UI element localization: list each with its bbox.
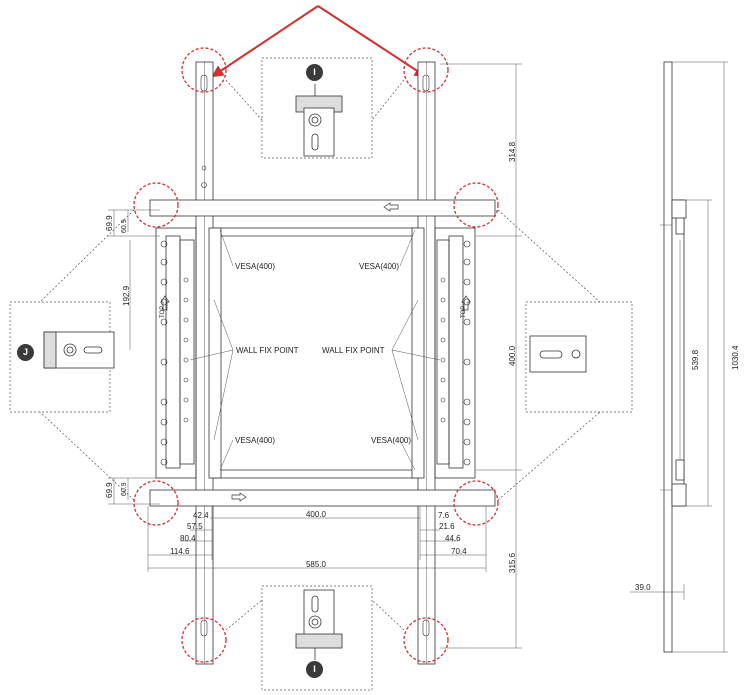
detail-bottom-part [295,589,343,660]
highlight-circles [133,47,499,663]
dimension-44-6: 44.6 [445,534,461,543]
dimension-192-9: 192.9 [122,285,131,306]
dimension-315-6: 315.6 [508,552,517,573]
dimension-60-9-top: 60.9 [121,219,128,233]
dimension-69-9-top: 69.9 [105,215,114,231]
top-mark-right: TOP [461,305,467,318]
dimension-114-6: 114.6 [170,547,190,556]
leader-lines [189,229,441,471]
dimension-57-5: 57.5 [187,522,203,531]
highlight-arrows [211,5,427,78]
dimension-70-4: 70.4 [451,547,467,556]
vesa-label-top-right: VESA(400) [359,262,400,271]
dimension-585-0: 585.0 [305,560,327,569]
front-view [149,61,496,665]
vesa-label-top-left: VESA(400) [235,262,276,271]
dimension-400-vertical: 400.0 [508,345,517,366]
dimension-60-9-bottom: 60.9 [121,482,128,496]
dimension-400-horizontal: 400.0 [305,510,327,519]
wall-fix-label-left: WALL FIX POINT [236,346,299,355]
vesa-label-bottom-left: VESA(400) [235,436,276,445]
side-dimension-lines [630,61,728,653]
side-view [660,61,687,653]
detail-right-part [529,335,587,373]
dimension-7-6: 7.6 [438,511,450,520]
callout-badge-i-bottom: I [306,661,323,678]
dimension-39-0: 39.0 [635,583,651,592]
detail-top-part [295,84,343,157]
direction-arrows [160,202,471,502]
vesa-label-bottom-right: VESA(400) [371,436,412,445]
callout-badge-j: J [17,344,34,361]
bracket-holes [160,74,471,637]
dimension-539-8: 539.8 [691,349,700,370]
dimension-42-4: 42.4 [193,511,209,520]
top-mark-left: TOP [160,305,166,318]
dimension-80-4: 80.4 [180,534,196,543]
callout-badge-i-top: I [306,64,323,81]
dimension-1030-4: 1030.4 [731,345,740,370]
wall-fix-label-right: WALL FIX POINT [322,346,385,355]
dimension-21-6: 21.6 [439,522,455,531]
detail-left-part [43,331,115,369]
dimension-69-9-bottom: 69.9 [105,482,114,498]
dimension-314-8: 314.8 [508,141,517,162]
dimension-lines [108,63,522,649]
